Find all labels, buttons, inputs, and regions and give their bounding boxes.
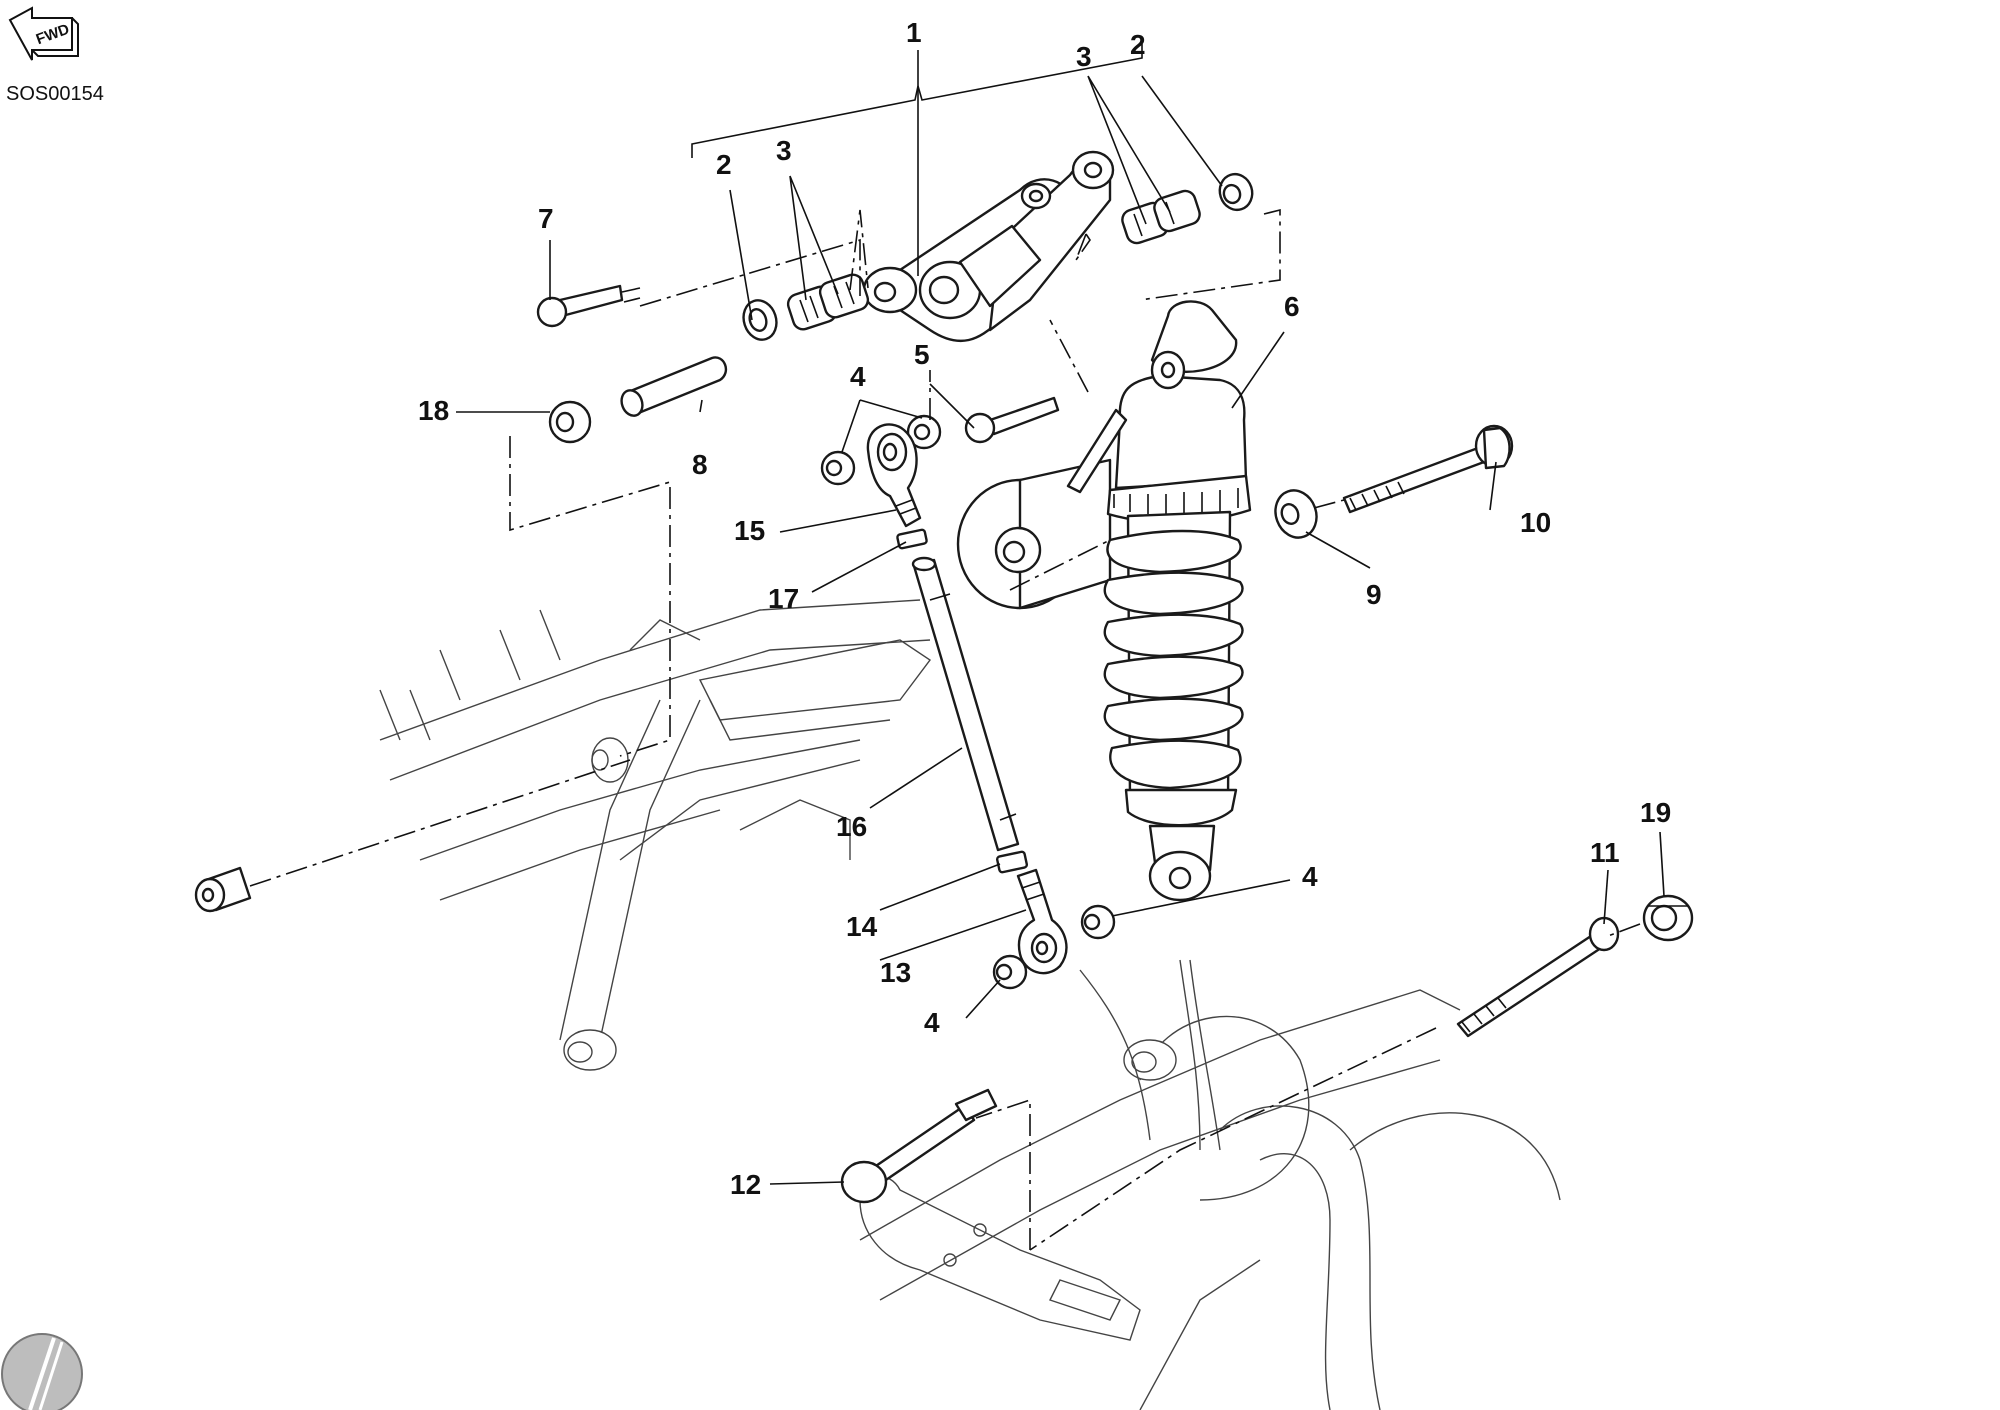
callout-7: 7 [538,203,554,234]
seal-ring-left [742,299,778,341]
washer-9 [1274,489,1318,539]
rod-end-upper [866,423,922,528]
callout-labels: 1 2 3 2 3 4 4 4 5 6 7 8 9 10 11 12 13 14… [418,17,1671,1200]
bushing-lower-left [992,954,1028,990]
rod-end-lower [1016,868,1068,975]
needle-bearings-left [786,273,870,331]
callout-18: 18 [418,395,449,426]
callout-9: 9 [1366,579,1382,610]
fwd-arrow-icon: FWD [8,6,79,61]
drawing-code: SOS00154 [6,83,104,105]
bolt-7 [536,284,641,328]
alignment-lines [249,208,1641,1251]
seal-ring-right [1218,172,1254,212]
bushing-upper-right [906,414,942,450]
spacer-tube [620,356,728,417]
callout-15: 15 [734,515,765,546]
callout-2-left: 2 [716,149,732,180]
nut-19 [1642,894,1694,942]
callout-16: 16 [836,811,867,842]
callout-4-right: 4 [1302,861,1318,892]
bolt-10 [1342,424,1514,514]
leader-lines [456,50,1665,1185]
callout-19: 19 [1640,797,1671,828]
callout-11: 11 [1590,837,1620,868]
brand-logo [1,1333,83,1410]
bushing-upper-left [820,450,856,486]
callout-4-lower: 4 [924,1007,940,1038]
bolt-5 [964,396,1060,444]
rocker-linkage [862,150,1115,343]
callout-1: 1 [906,17,922,48]
callout-3-right: 3 [1076,41,1092,72]
rear-subframe-ghost [379,599,932,1071]
callout-10: 10 [1520,507,1551,538]
lock-nut-17 [896,528,928,550]
callout-6: 6 [1284,291,1300,322]
bolt-11 [1456,916,1620,1038]
assembly-bracket [691,44,1143,158]
callout-5: 5 [914,339,930,370]
pin-12 [840,1088,998,1204]
callout-12: 12 [730,1169,761,1200]
swingarm-ghost [859,959,1561,1410]
callout-8: 8 [692,449,708,480]
adjuster-rod [911,556,1020,852]
shock-absorber [956,300,1252,902]
washer-18 [548,400,592,444]
callout-2-right: 2 [1130,29,1146,60]
callout-14: 14 [846,911,878,942]
lock-nut-14 [996,850,1028,874]
bushing-lower-right [1080,904,1116,940]
callout-17: 17 [768,583,799,614]
callout-3-left: 3 [776,135,792,166]
callout-4-upper: 4 [850,361,866,392]
callout-13: 13 [880,957,911,988]
bushing-left-end [194,866,252,913]
